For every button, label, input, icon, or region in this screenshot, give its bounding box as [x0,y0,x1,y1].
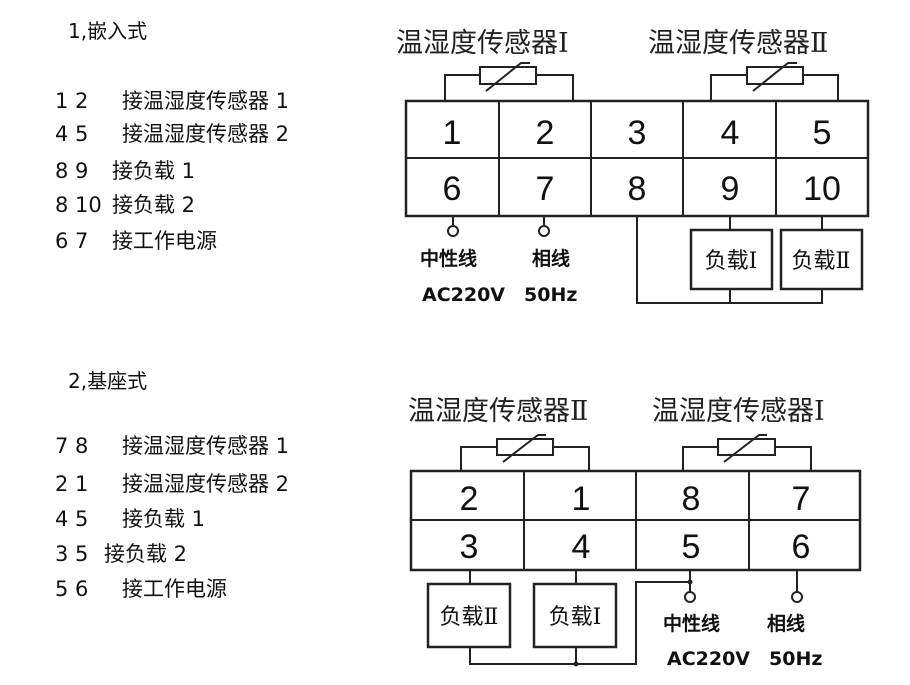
neutral-label: 中性线 [420,247,477,270]
terminal-number: 6 [792,528,811,566]
load-1-box: 负载Ⅰ [689,228,774,291]
load-2-label: 负载Ⅱ [440,605,499,630]
load-1-label: 负载Ⅰ [549,605,602,630]
frequency-label: 50Hz [769,648,822,670]
frequency-label: 50Hz [524,284,577,306]
load-2-box: 负载Ⅱ [426,582,512,649]
terminal-number: 4 [572,528,591,566]
section2-wiring-list: 7 8 接温湿度传感器 1 2 1 接温湿度传感器 2 4 5 接负载 1 3 … [55,434,289,601]
terminal-number: 5 [682,528,701,566]
load-2-label: 负载Ⅱ [792,249,851,274]
load-1-box: 负载Ⅰ [532,582,618,649]
terminal-block: 2 1 8 7 3 4 5 6 [409,469,862,572]
terminal-number: 2 [460,480,479,518]
wiring-desc: 接工作电源 [112,229,217,253]
wiring-terminals: 6 7 [55,229,88,253]
wiring-desc: 接负载 1 [122,507,205,531]
voltage-label: AC220V [422,284,505,306]
wiring-terminals: 4 5 [55,507,88,531]
terminal-number: 6 [443,170,462,208]
wiring-desc: 接负载 2 [104,542,187,566]
terminal-number: 9 [721,170,740,208]
wiring-terminals: 8 9 [55,159,88,183]
terminal-number: 8 [628,170,647,208]
sensor-2-label: 温湿度传感器Ⅱ [648,28,828,59]
neutral-label: 中性线 [663,612,720,635]
wiring-desc: 接工作电源 [122,577,227,601]
wiring-desc: 接温湿度传感器 1 [122,434,289,458]
terminal-block: 1 2 3 4 5 6 7 8 9 10 [404,99,870,218]
power-wires [684,570,803,603]
wiring-terminals: 4 5 [55,122,88,146]
load-wires [636,216,823,304]
wiring-desc: 接温湿度传感器 2 [122,122,289,146]
wiring-desc: 接负载 2 [112,193,195,217]
wiring-terminals: 8 10 [55,193,102,217]
sensor-1-label: 温湿度传感器Ⅰ [652,396,825,427]
load-2-box: 负载Ⅱ [779,228,864,291]
thermistor-icon [444,62,574,101]
wiring-desc: 接负载 1 [112,159,195,183]
wiring-desc: 接温湿度传感器 2 [122,472,289,496]
terminal-number: 7 [792,480,811,518]
section1-wiring-list: 1 2 接温湿度传感器 1 4 5 接温湿度传感器 2 8 9 接负载 1 8 … [55,89,289,253]
section2-heading: 2,基座式 [68,369,147,393]
thermistor-icon [682,434,812,471]
wiring-terminals: 2 1 [55,472,88,496]
voltage-label: AC220V [667,648,750,670]
wiring-terminals: 5 6 [55,577,88,601]
power-wires [447,216,550,237]
load-wires [469,570,693,667]
terminal-number: 10 [803,170,841,208]
terminal-number: 1 [443,114,462,152]
terminal-number: 4 [721,114,740,152]
wiring-terminals: 1 2 [55,89,88,113]
phase-label: 相线 [532,247,570,270]
section1-heading: 1,嵌入式 [68,19,147,43]
wiring-desc: 接温湿度传感器 1 [122,89,289,113]
terminal-number: 3 [628,114,647,152]
sensor-2-label: 温湿度传感器Ⅱ [408,396,588,427]
wiring-terminals: 3 5 [55,542,88,566]
thermistor-icon [710,62,839,101]
terminal-number: 7 [536,170,555,208]
terminal-number: 2 [536,114,555,152]
terminal-number: 1 [572,480,591,518]
phase-label: 相线 [767,612,805,635]
load-1-label: 负载Ⅰ [705,249,758,274]
wiring-terminals: 7 8 [55,434,88,458]
terminal-number: 3 [460,528,479,566]
sensor-1-label: 温湿度传感器Ⅰ [396,28,569,59]
thermistor-icon [460,434,590,471]
terminal-number: 8 [682,480,701,518]
terminal-number: 5 [813,114,832,152]
